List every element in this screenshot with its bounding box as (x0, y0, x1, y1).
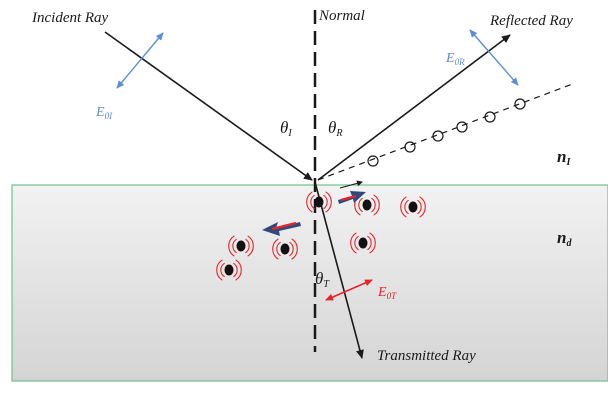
dielectric-medium (11, 184, 608, 382)
e0i-label: E0I (95, 105, 113, 121)
dipole-arrow-left (262, 221, 301, 236)
reflected-ray (317, 34, 511, 181)
theta-t-label: θT (315, 269, 330, 290)
theta-r-label: θR (328, 118, 342, 139)
oscillating-dipole (228, 235, 254, 257)
incident-ray-label: Incident Ray (31, 10, 109, 26)
oscillating-dipole (272, 238, 298, 260)
oscillating-dipole (354, 194, 380, 216)
theta-i-label: θI (280, 118, 292, 139)
dipole-group (216, 191, 426, 281)
e0t-field-arrow (325, 279, 373, 301)
reflected-dashed-path (317, 82, 576, 181)
dipole-arrow-right (338, 191, 366, 204)
oscillating-dipole (400, 196, 426, 218)
e0t-label: E0T (377, 285, 397, 301)
reflected-ray-label: Reflected Ray (489, 13, 573, 29)
n-d-label: nd (557, 228, 572, 249)
normal-label: Normal (318, 8, 365, 24)
oscillating-dipole (306, 191, 332, 213)
small-direction-arrow (339, 180, 363, 189)
oscillating-dipole (350, 232, 376, 254)
e0r-field-arrow (469, 29, 519, 86)
oscillating-dipole (216, 259, 242, 281)
n-i-label: nI (557, 147, 571, 168)
transmitted-ray-label: Transmitted Ray (377, 348, 476, 364)
e0r-label: E0R (445, 51, 465, 67)
transmitted-ray (314, 181, 364, 359)
reflected-circles (367, 98, 526, 167)
e0i-field-arrow (116, 32, 164, 89)
incident-ray (104, 31, 313, 181)
